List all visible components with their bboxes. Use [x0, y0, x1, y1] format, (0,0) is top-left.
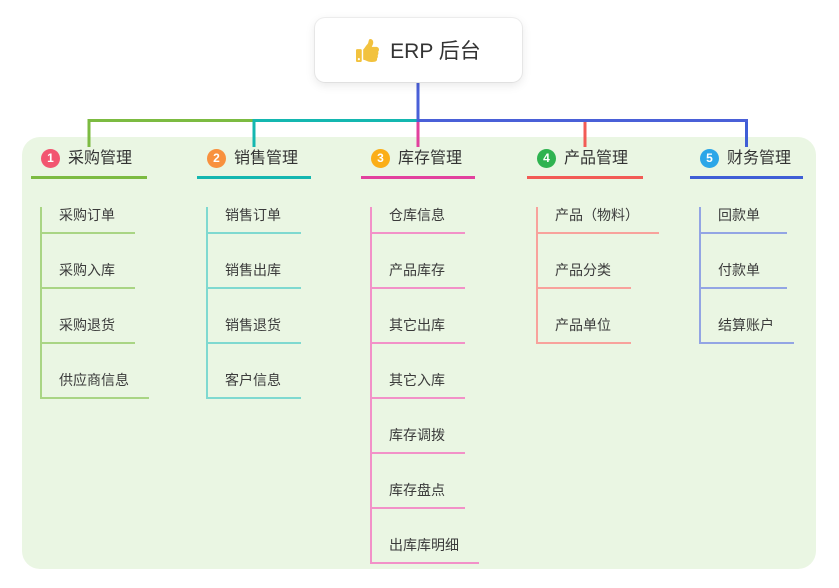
child-topic[interactable]: 产品（物料）: [538, 207, 659, 234]
child-topic[interactable]: 产品单位: [538, 317, 631, 344]
branch-product: 4 产品管理产品（物料） 产品分类产品单位: [527, 147, 659, 344]
branch-finance: 5 财务管理回款单付款单结算账户: [690, 147, 803, 344]
branch-label: 财务管理: [727, 150, 792, 167]
branch-topic-finance[interactable]: 5 财务管理: [690, 147, 803, 179]
child-topic[interactable]: 库存盘点: [372, 482, 465, 509]
branch-children: 采购订单采购入库采购退货供应商信息: [40, 207, 149, 399]
branch-topic-sales[interactable]: 2 销售管理: [197, 147, 311, 179]
branch-label: 采购管理: [68, 150, 133, 167]
child-topic[interactable]: 销售订单: [208, 207, 301, 234]
branch-label: 库存管理: [398, 150, 463, 167]
thumbs-up-icon: [356, 38, 380, 62]
branch-label: 产品管理: [564, 150, 629, 167]
branch-children: 仓库信息产品库存其它出库其它入库库存调拨库存盘点出库库明细: [370, 207, 479, 564]
branch-number-badge: 3: [371, 149, 390, 168]
child-topic[interactable]: 销售退货: [208, 317, 301, 344]
branch-label: 销售管理: [234, 150, 299, 167]
branch-number-badge: 4: [537, 149, 556, 168]
branch-topic-purchase[interactable]: 1 采购管理: [31, 147, 147, 179]
branch-children: 销售订单销售出库销售退货客户信息: [206, 207, 311, 399]
child-topic[interactable]: 产品库存: [372, 262, 465, 289]
child-topic[interactable]: 其它入库: [372, 372, 465, 399]
branch-inventory: 3 库存管理仓库信息产品库存其它出库其它入库库存调拨库存盘点出库库明细: [361, 147, 479, 564]
child-topic[interactable]: 销售出库: [208, 262, 301, 289]
branch-children: 回款单付款单结算账户: [699, 207, 803, 344]
branch-number-badge: 1: [41, 149, 60, 168]
child-topic[interactable]: 出库库明细: [372, 537, 479, 564]
child-topic[interactable]: 付款单: [701, 262, 787, 289]
branch-number-badge: 5: [700, 149, 719, 168]
child-topic[interactable]: 库存调拨: [372, 427, 465, 454]
root-label: ERP 后台: [390, 40, 481, 63]
child-topic[interactable]: 客户信息: [208, 372, 301, 399]
child-topic[interactable]: 结算账户: [701, 317, 794, 344]
branch-number-badge: 2: [207, 149, 226, 168]
branch-sales: 2 销售管理销售订单销售出库销售退货客户信息: [197, 147, 311, 399]
branches-panel: [22, 137, 816, 569]
child-topic[interactable]: 供应商信息: [42, 372, 149, 399]
child-topic[interactable]: 采购退货: [42, 317, 135, 344]
child-topic[interactable]: 其它出库: [372, 317, 465, 344]
child-topic[interactable]: 产品分类: [538, 262, 631, 289]
child-topic[interactable]: 回款单: [701, 207, 787, 234]
branch-purchase: 1 采购管理采购订单采购入库采购退货供应商信息: [31, 147, 149, 399]
branch-topic-product[interactable]: 4 产品管理: [527, 147, 643, 179]
child-topic[interactable]: 采购订单: [42, 207, 135, 234]
branch-topic-inventory[interactable]: 3 库存管理: [361, 147, 475, 179]
branch-children: 产品（物料） 产品分类产品单位: [536, 207, 659, 344]
child-topic[interactable]: 仓库信息: [372, 207, 465, 234]
root-node[interactable]: ERP 后台: [315, 18, 522, 82]
child-topic[interactable]: 采购入库: [42, 262, 135, 289]
